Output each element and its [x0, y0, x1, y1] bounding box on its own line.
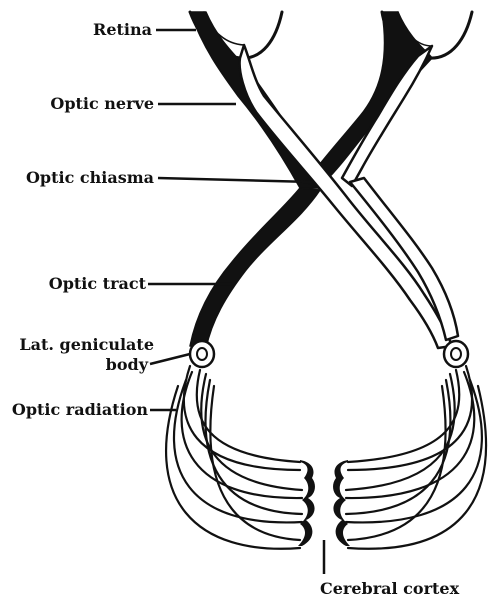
leader-optic-chiasma	[158, 178, 312, 182]
right-cortex	[333, 460, 350, 546]
leader-lgb	[150, 354, 190, 364]
left-radiation-4	[166, 386, 300, 549]
label-cerebral-cortex: Cerebral cortex	[320, 580, 459, 598]
label-optic-chiasma: Optic chiasma	[2, 169, 154, 187]
left-cortex	[298, 460, 315, 546]
left-nerve-white	[240, 45, 452, 348]
left-tract-dark	[190, 188, 320, 348]
label-optic-radiation: Optic radiation	[0, 401, 148, 419]
label-lat-geniculate: Lat. geniculate	[0, 336, 154, 354]
right-radiation-4	[348, 386, 486, 549]
label-optic-nerve: Optic nerve	[20, 95, 154, 113]
label-optic-tract: Optic tract	[10, 275, 146, 293]
right-nerve-dark	[306, 12, 432, 188]
label-retina: Retina	[60, 21, 152, 39]
left-radiation-2	[182, 372, 302, 498]
right-tract-white	[350, 178, 458, 340]
label-lat-geniculate-body: body	[0, 356, 148, 374]
right-radiation-2	[346, 372, 474, 498]
